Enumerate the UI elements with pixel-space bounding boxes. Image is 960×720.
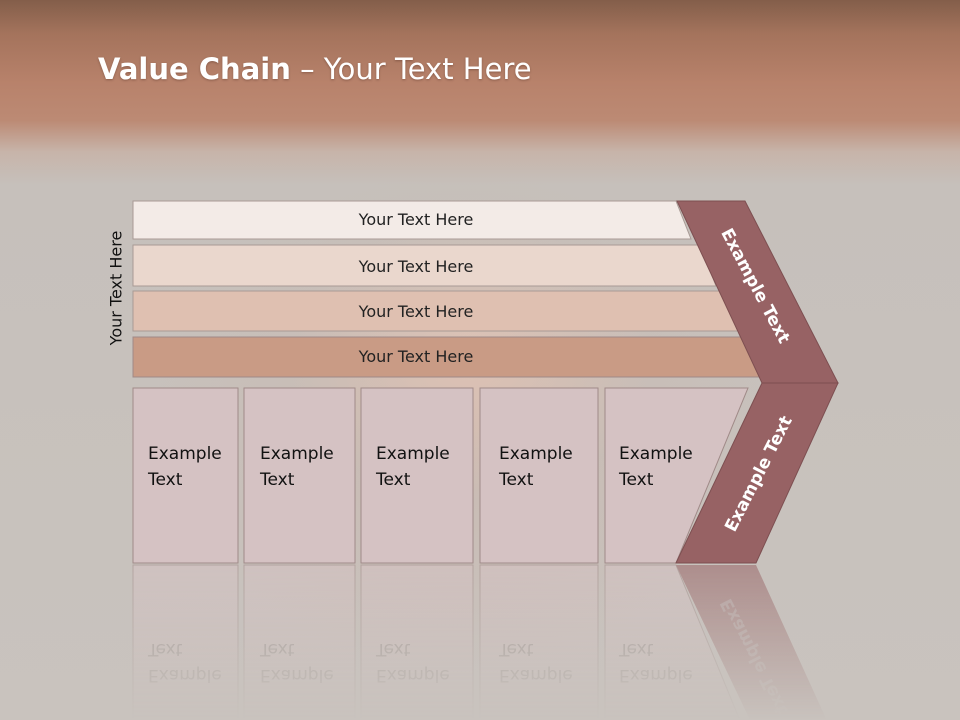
box-3-line1: Example xyxy=(376,444,450,464)
box-1-line1: Example xyxy=(148,444,222,464)
svg-text:Text: Text xyxy=(498,639,534,659)
bar-shape-1[interactable] xyxy=(132,200,692,240)
box-4-line1: Example xyxy=(499,444,573,464)
chevron-arrow: Example Text Example Text xyxy=(675,200,839,564)
box-5-line1: Example xyxy=(619,444,693,464)
box-1[interactable] xyxy=(132,387,239,564)
box-2[interactable] xyxy=(243,387,356,564)
box-3-line2: Text xyxy=(375,470,411,490)
slide-title: Value Chain – Your Text Here xyxy=(98,52,532,96)
box-3[interactable] xyxy=(360,387,474,564)
svg-text:Example: Example xyxy=(260,665,334,685)
bar-label-1: Your Text Here xyxy=(358,210,474,229)
box-4-line2: Text xyxy=(498,470,534,490)
box-5-line2: Text xyxy=(618,470,654,490)
bar-shape-2[interactable] xyxy=(132,244,717,287)
header-band xyxy=(0,0,960,185)
title-rest: – Your Text Here xyxy=(290,52,532,86)
svg-text:Text: Text xyxy=(618,639,654,659)
bar-label-2: Your Text Here xyxy=(358,257,474,276)
boxes-group: Example Text Example Text Example Text E… xyxy=(132,387,749,564)
bars-group: Your Text Here Your Text Here Your Text … xyxy=(132,200,764,378)
svg-text:Text: Text xyxy=(259,639,295,659)
svg-text:Text: Text xyxy=(375,639,411,659)
bar-label-4: Your Text Here xyxy=(358,347,474,366)
svg-text:Example: Example xyxy=(148,665,222,685)
box-1-line2: Text xyxy=(147,470,183,490)
box-2-line2: Text xyxy=(259,470,295,490)
chevron-lower[interactable] xyxy=(675,382,839,564)
box-2-line1: Example xyxy=(260,444,334,464)
svg-text:Example: Example xyxy=(499,665,573,685)
svg-text:Example: Example xyxy=(376,665,450,685)
box-4[interactable] xyxy=(479,387,599,564)
svg-text:Text: Text xyxy=(147,639,183,659)
bar-label-3: Your Text Here xyxy=(358,302,474,321)
title-bold: Value Chain xyxy=(98,52,291,86)
reflection: Example Text Example Text Example Text E… xyxy=(132,564,827,720)
svg-text:Example: Example xyxy=(619,665,693,685)
